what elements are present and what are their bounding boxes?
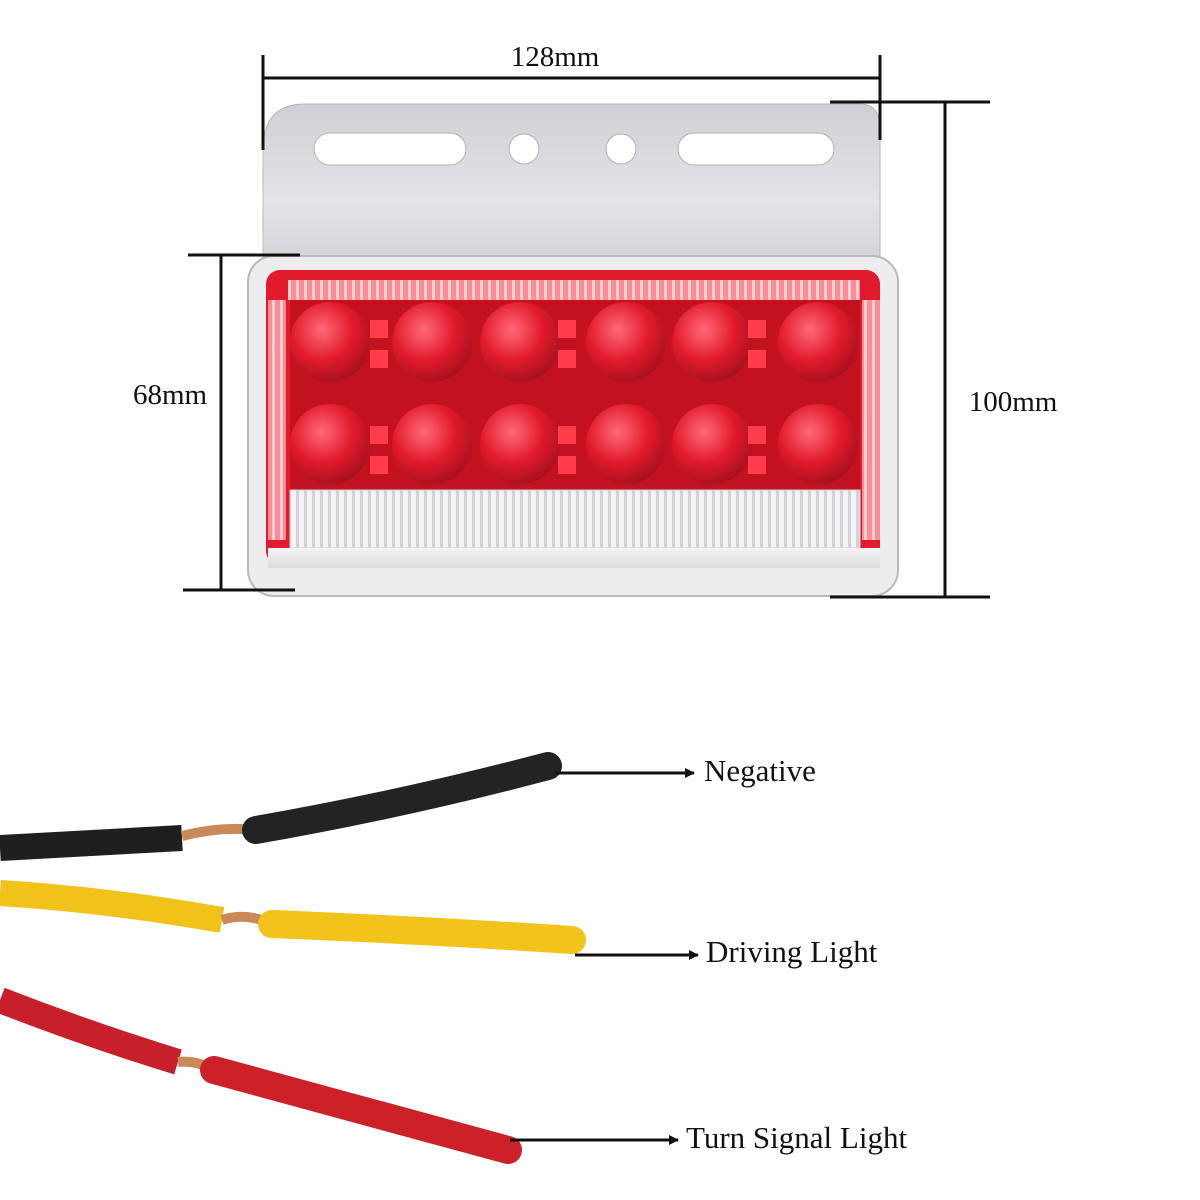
wire-driving-light bbox=[0, 880, 586, 954]
dimension-height bbox=[830, 100, 990, 599]
led-lens bbox=[586, 404, 666, 484]
led-lens bbox=[392, 404, 472, 484]
wire-turn-signal bbox=[0, 987, 522, 1164]
height-label: 100mm bbox=[969, 386, 1058, 418]
led-array bbox=[290, 300, 860, 490]
dimension-width bbox=[261, 55, 882, 150]
led-lens bbox=[672, 404, 752, 484]
led-lens bbox=[480, 404, 560, 484]
label-driving-light: Driving Light bbox=[706, 934, 878, 969]
dimension-lens-height bbox=[183, 253, 300, 592]
label-turn-signal: Turn Signal Light bbox=[686, 1120, 907, 1155]
width-label: 128mm bbox=[511, 41, 600, 73]
lamp bbox=[247, 103, 899, 597]
led-lens bbox=[480, 302, 560, 382]
led-lens bbox=[290, 404, 370, 484]
lens-height-label: 68mm bbox=[133, 379, 208, 411]
led-lens bbox=[778, 302, 858, 382]
led-lens bbox=[290, 302, 370, 382]
led-lens bbox=[778, 404, 858, 484]
clear-reflector-strip bbox=[289, 489, 861, 549]
led-lens bbox=[586, 302, 666, 382]
bracket-hole-left bbox=[508, 133, 540, 165]
bracket-slot-left bbox=[313, 132, 467, 166]
wire-negative bbox=[0, 752, 562, 861]
bracket-slot-right bbox=[677, 132, 835, 166]
label-negative: Negative bbox=[704, 753, 816, 788]
bracket-hole-right bbox=[605, 133, 637, 165]
led-lens bbox=[672, 302, 752, 382]
led-lens bbox=[392, 302, 472, 382]
